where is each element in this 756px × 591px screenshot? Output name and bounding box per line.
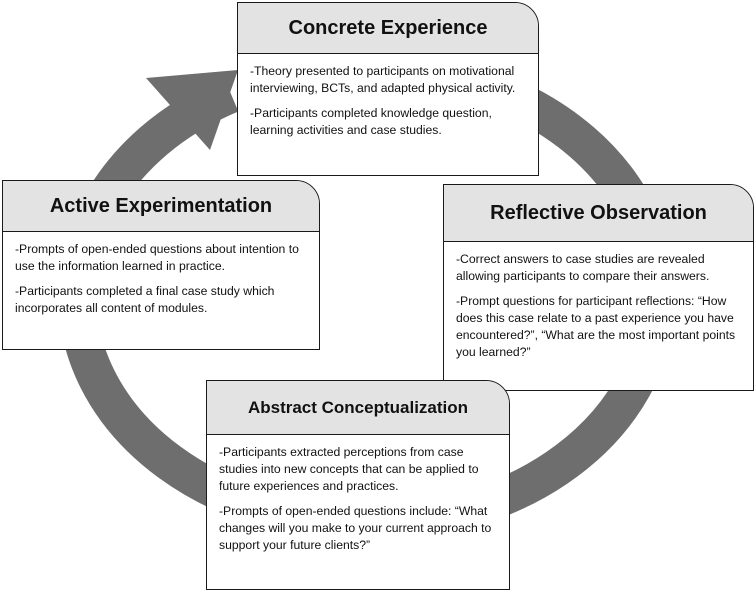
stage-reflective-body: -Correct answers to case studies are rev…	[444, 242, 753, 375]
cycle-arrowhead	[146, 70, 238, 150]
stage-reflective-item: -Prompt questions for participant reflec…	[456, 294, 736, 359]
stage-abstract-title: Abstract Conceptualization	[207, 381, 509, 435]
stage-concrete-item: -Participants completed knowledge questi…	[250, 106, 492, 137]
stage-active-title: Active Experimentation	[3, 181, 319, 232]
stage-concrete-experience: Concrete Experience -Theory presented to…	[237, 2, 539, 176]
stage-abstract-body: -Participants extracted perceptions from…	[207, 435, 509, 568]
stage-concrete-item: -Theory presented to participants on mot…	[250, 64, 516, 95]
stage-abstract-conceptualization: Abstract Conceptualization -Participants…	[206, 380, 510, 590]
stage-active-experimentation: Active Experimentation -Prompts of open-…	[2, 180, 320, 350]
stage-active-body: -Prompts of open-ended questions about i…	[3, 232, 319, 331]
stage-active-item: -Prompts of open-ended questions about i…	[15, 242, 299, 273]
stage-abstract-item: -Prompts of open-ended questions include…	[219, 504, 492, 552]
stage-concrete-title: Concrete Experience	[238, 3, 538, 54]
stage-abstract-item: -Participants extracted perceptions from…	[219, 445, 479, 493]
stage-reflective-item: -Correct answers to case studies are rev…	[456, 252, 710, 283]
stage-concrete-body: -Theory presented to participants on mot…	[238, 54, 538, 153]
stage-reflective-title: Reflective Observation	[444, 185, 753, 242]
stage-active-item: -Participants completed a final case stu…	[15, 284, 275, 315]
stage-reflective-observation: Reflective Observation -Correct answers …	[443, 184, 754, 391]
